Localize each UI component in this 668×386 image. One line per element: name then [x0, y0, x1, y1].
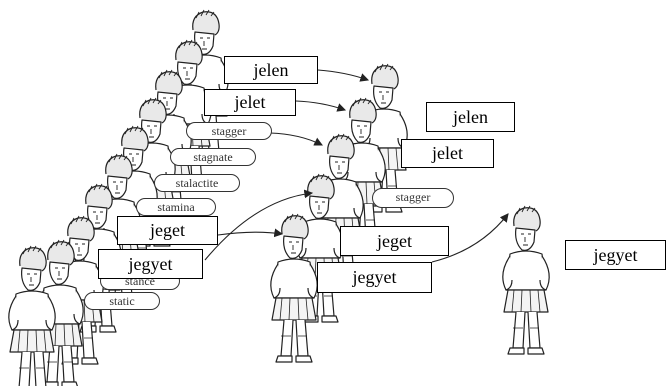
label-jeget-left: jeget	[117, 216, 218, 245]
label-jelen-middle: jelen	[426, 102, 515, 132]
label-jelet-left: jelet	[204, 89, 296, 116]
bubble-stagger-left: stagger	[186, 122, 272, 140]
transition-arrows	[204, 69, 509, 263]
label-jelen-left: jelen	[224, 56, 318, 84]
bubble-static: static	[84, 292, 160, 310]
bubble-stalactite: stalactite	[154, 174, 240, 192]
bubble-stamina: stamina	[136, 198, 216, 216]
label-jelet-middle: jelet	[401, 139, 494, 168]
label-jegyet-right: jegyet	[565, 240, 666, 270]
label-jeget-middle: jeget	[340, 226, 449, 256]
label-jegyet-left: jegyet	[98, 249, 203, 279]
bubble-stagnate: stagnate	[170, 148, 256, 166]
label-jegyet-middle: jegyet	[317, 262, 432, 293]
right-soldier	[502, 205, 550, 355]
bubble-stagger-middle: stagger	[372, 188, 454, 208]
